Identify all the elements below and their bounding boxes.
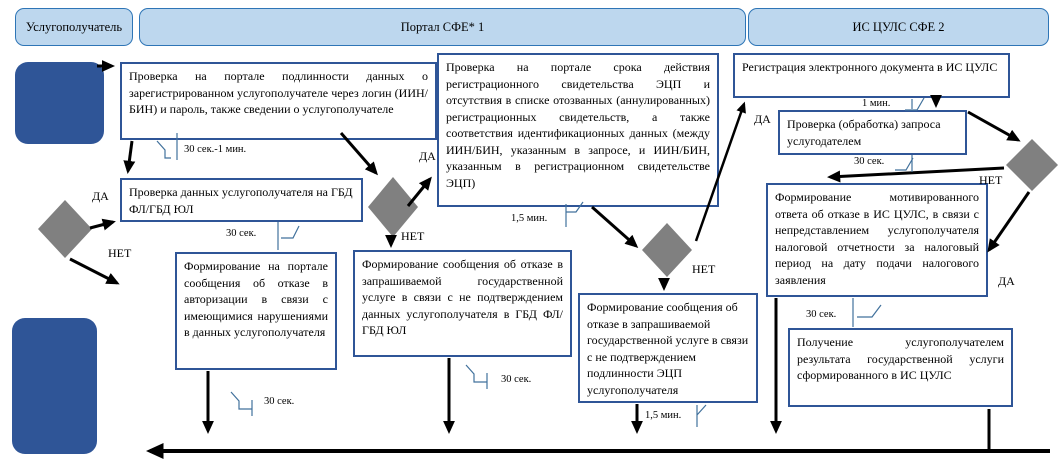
lane-header-portal-label: Портал СФЕ* 1 [400,19,485,34]
node-check-gbd: Проверка данных услугополучателя на ГБД … [120,178,363,222]
callout-refuse-auth [230,391,253,416]
callout-process [895,157,914,171]
node-get-result: Получение услугополучателем результата г… [788,328,1013,407]
callout-refuse-tax [857,304,882,318]
node-refuse-auth-text: Формирование на портале сообщения об отк… [184,259,328,340]
timer-check-ecp: 1,5 мин. [511,213,548,224]
arrow-d4-no-to-refuse-tax [827,166,1005,183]
timer-process: 30 сек. [854,156,885,167]
callout-check-gbd [281,225,300,239]
callout-refuse-gbd [465,364,488,389]
timer-refuse-auth: 30 сек. [264,396,295,407]
timer-refuse-gbd: 30 сек. [501,374,532,385]
label-no-d4: НЕТ [979,173,1003,187]
timer-refuse-ecp: 1,5 мин. [645,410,682,421]
arrow-d2-yes-to-ecp [406,176,432,207]
node-refuse-gbd-text: Формирование сообщения об отказе в запра… [362,257,563,338]
label-no-d2: НЕТ [401,229,425,243]
callout-refuse-ecp [696,404,707,427]
node-register-doc: Регистрация электронного документа в ИС … [733,53,1010,98]
node-refuse-gbd: Формирование сообщения об отказе в запра… [353,250,572,357]
lane-header-recipient-label: Услугополучатель [25,19,123,34]
arrow-process-to-d4 [967,110,1021,142]
arrow-check-auth-to-gbd [123,140,136,174]
label-yes-d1: ДА [92,189,109,203]
arrow-d1-no-down [69,257,120,285]
timer-check-auth: 30 сек.-1 мин. [184,144,247,155]
node-get-result-text: Получение услугополучателем результата г… [797,335,1004,383]
node-refuse-ecp: Формирование сообщения об отказе в запра… [578,293,758,403]
node-check-ecp-text: Проверка на портале срока действия регис… [446,60,710,190]
label-no-d1: НЕТ [108,246,132,260]
timer-register: 1 мин. [862,98,891,109]
decision-diamond-ecp [642,223,692,277]
lane-header-recipient: Услугополучатель [15,8,133,46]
lane-header-portal: Портал СФЕ* 1 [139,8,746,46]
node-refuse-ecp-text: Формирование сообщения об отказе в запра… [587,300,749,397]
decision-diamond-gbd [38,200,92,258]
node-refuse-tax: Формирование мотивированного ответа об о… [766,183,988,297]
decision-diamond-tax [1006,139,1058,191]
label-no-d3: НЕТ [692,262,716,276]
label-yes-d2: ДА [419,149,436,163]
node-check-ecp: Проверка на портале срока действия регис… [437,53,719,207]
arrow-d4-yes-down [987,191,1031,253]
actor-start-shape [15,62,104,144]
timer-check-gbd: 30 сек. [226,228,257,239]
label-yes-d3: ДА [754,112,771,126]
decision-diamond-auth [368,177,418,237]
lane-header-isculs-label: ИС ЦУЛС СФЕ 2 [852,19,945,34]
node-process-req: Проверка (обработка) запроса услугодател… [778,110,967,155]
node-process-req-text: Проверка (обработка) запроса услугодател… [787,117,941,148]
node-check-auth: Проверка на портале подлинности данных о… [120,62,437,140]
node-refuse-auth: Формирование на портале сообщения об отк… [175,252,337,370]
lane-header-isculs: ИС ЦУЛС СФЕ 2 [748,8,1049,46]
node-refuse-tax-text: Формирование мотивированного ответа об о… [775,190,979,287]
actor-end-shape [12,318,97,454]
timer-refuse-tax: 30 сек. [806,309,837,320]
arrow-ecp-to-d3 [591,205,639,248]
node-check-auth-text: Проверка на портале подлинности данных о… [129,69,428,117]
node-register-doc-text: Регистрация электронного документа в ИС … [742,60,998,74]
arrow-d1-yes-to-gbd [89,218,116,231]
label-yes-d4: ДА [998,274,1015,288]
node-check-gbd-text: Проверка данных услугополучателя на ГБД … [129,185,353,216]
callout-register [905,97,925,111]
